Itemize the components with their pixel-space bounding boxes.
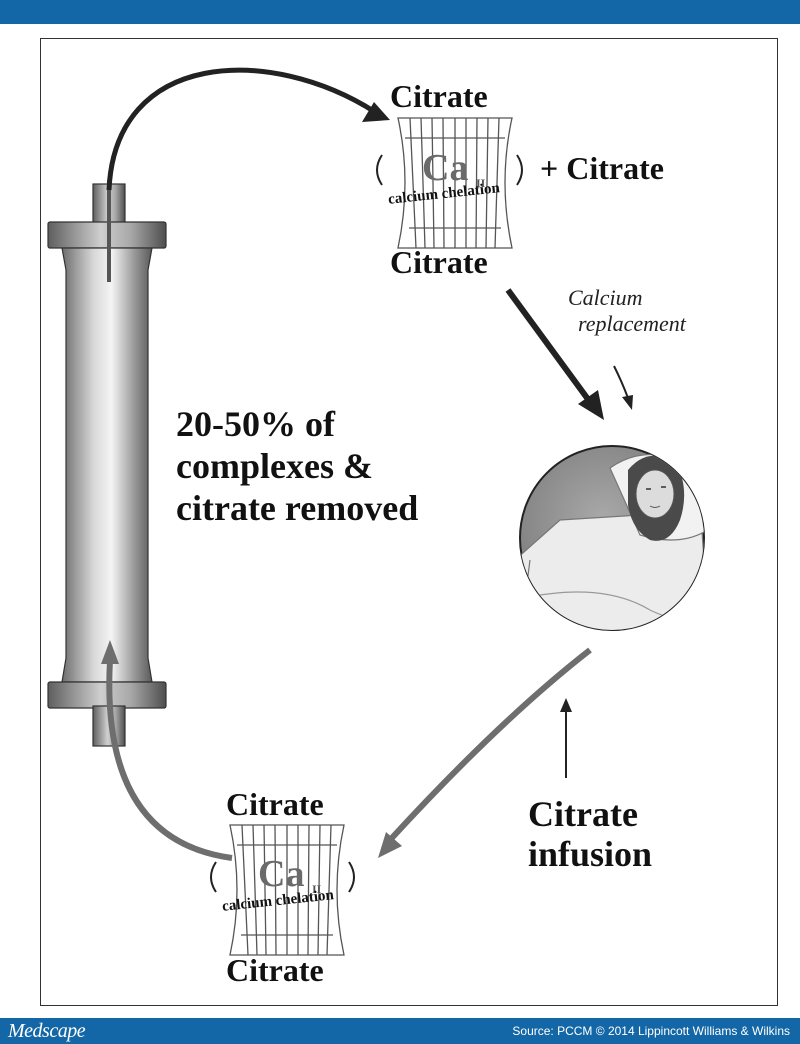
calcium-replacement-line2: replacement [578, 311, 686, 336]
top-citrate-label: Citrate [390, 78, 488, 114]
inflow-arrow [106, 659, 233, 861]
filter-note-line2: complexes & [176, 446, 373, 486]
filter-note-line1: 20-50% of [176, 404, 335, 444]
bottom-citrate-label: Citrate [226, 786, 324, 822]
source-credit: Source: PCCM © 2014 Lippincott Williams … [512, 1024, 790, 1038]
bottom-calcium-ion: Ca [258, 853, 305, 895]
top-banner [0, 0, 800, 24]
flow-arrowhead-to-complex [362, 102, 390, 122]
chelation-cage-icon [210, 824, 355, 956]
citrate-infusion-line2: infusion [528, 834, 653, 874]
return-flow-arrow [387, 647, 592, 843]
citrate-infusion-line1: Citrate [528, 794, 638, 834]
top-citrate-bottom-label: Citrate [390, 244, 488, 280]
infusion-pointer-head [560, 698, 572, 712]
inflow-arrowhead [101, 640, 119, 664]
plus-citrate-label: + Citrate [540, 150, 664, 186]
filter-note-line3: citrate removed [176, 488, 419, 528]
footer-bar: Medscape Source: PCCM © 2014 Lippincott … [0, 1018, 800, 1044]
flow-arrow-to-patient [505, 288, 593, 404]
top-calcium-charge: II [476, 176, 486, 190]
patient-in-bed-icon [519, 445, 705, 631]
flow-arrowhead-to-patient [578, 390, 604, 420]
replacement-arrow [613, 365, 629, 399]
bottom-calcium-charge: II [312, 882, 322, 896]
top-calcium-ion: Ca [422, 147, 469, 189]
calcium-replacement-line1: Calcium [568, 285, 643, 310]
bottom-citrate-bottom-label: Citrate [226, 952, 324, 988]
return-flow-arrowhead [378, 832, 402, 858]
chelation-cage-icon [376, 117, 523, 249]
medscape-logo[interactable]: Medscape [8, 1020, 86, 1042]
flow-arrow-to-complex [106, 67, 377, 191]
replacement-arrowhead [622, 395, 633, 410]
